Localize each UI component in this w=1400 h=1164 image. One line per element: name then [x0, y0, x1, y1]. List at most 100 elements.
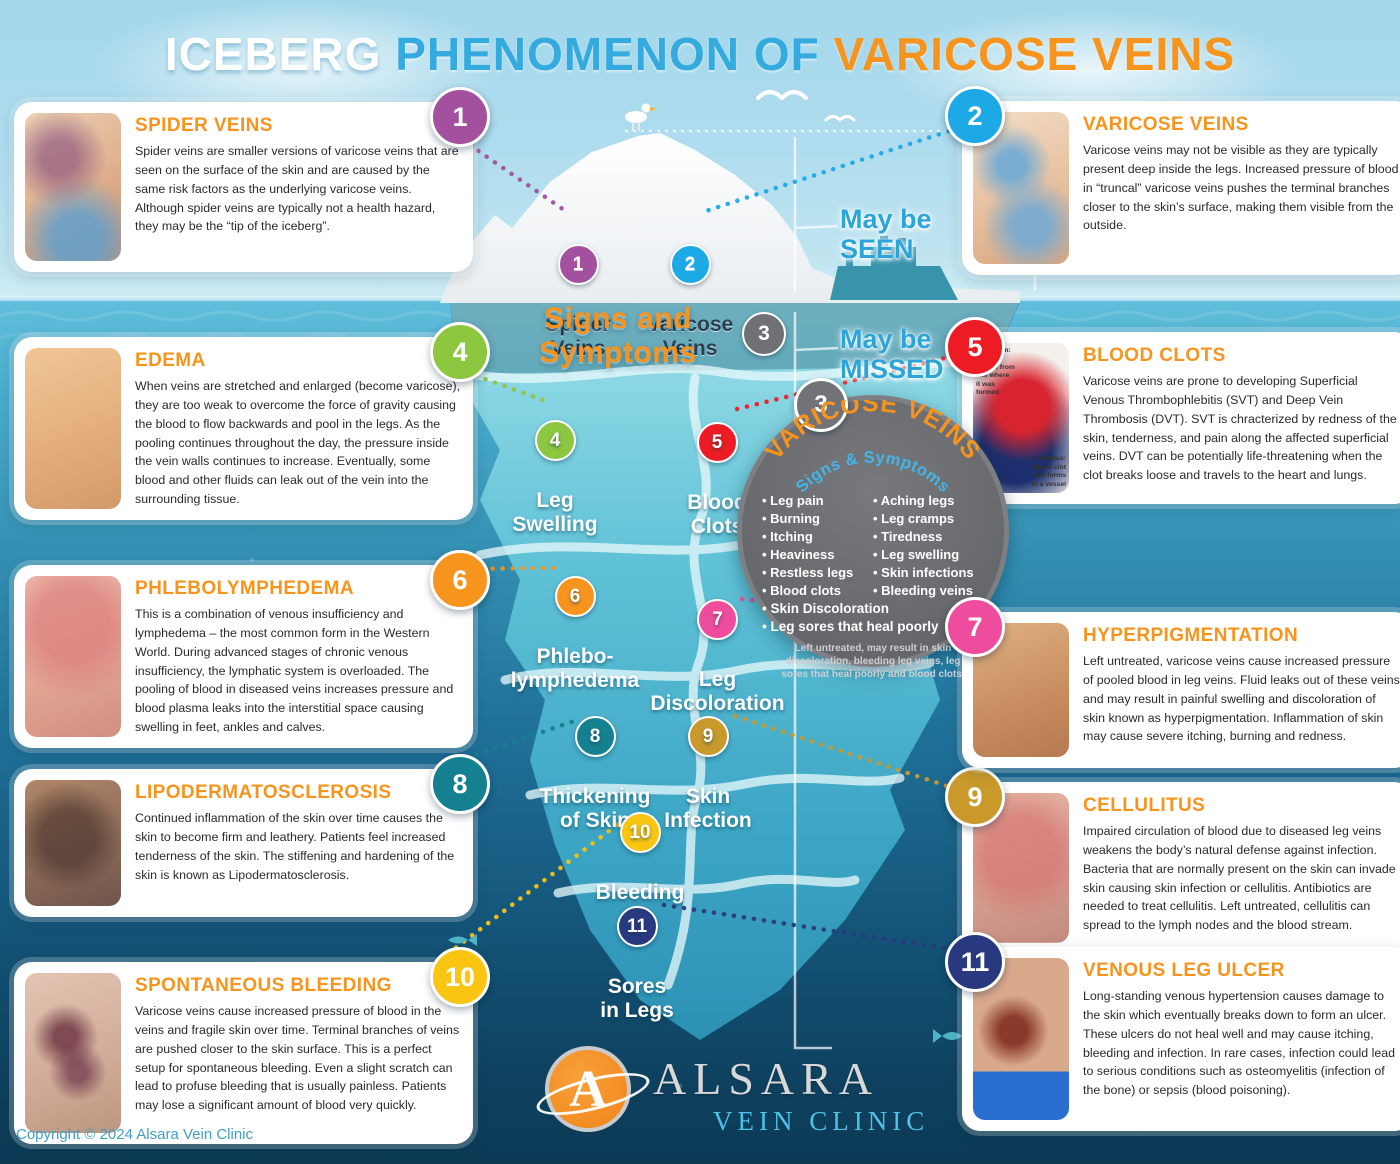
circle-subtitle: Signs & Symptoms	[793, 448, 953, 496]
logo-tagline: VEIN CLINIC	[713, 1106, 930, 1136]
info-card-spider-veins: 1 SPIDER VEINS Spider veins are smaller …	[14, 87, 490, 272]
card-text: Continued inflammation of the skin over …	[135, 811, 455, 882]
symptom-item: Leg swelling	[873, 546, 984, 564]
symptom-item: Restless legs	[762, 564, 873, 582]
berg-badge-11: 11	[616, 906, 658, 948]
number-badge-10: 10	[430, 947, 490, 1007]
berg-badge-7: 7	[697, 599, 738, 641]
berg-badge-4: 4	[534, 420, 576, 462]
card-title: BLOOD CLOTS	[1083, 345, 1226, 366]
berg-label-blood-clots: 5 Blood Clots	[647, 398, 787, 540]
thrombus-annotation: Thrombus: blood clot that forms in a ves…	[1030, 455, 1067, 488]
berg-label-varicose-veins: 2 Varicose Veins	[620, 220, 760, 362]
berg-label-bleeding: 10 Bleeding	[570, 788, 710, 905]
berg-label-text: Blood Clots	[687, 491, 747, 539]
berg-badge-8: 8	[574, 716, 616, 758]
card-text: Impaired circulation of blood due to dis…	[1083, 824, 1396, 933]
berg-badge-9: 9	[687, 716, 729, 758]
symptom-item: Skin infections	[873, 564, 984, 582]
svg-text:Signs & Symptoms: Signs & Symptoms	[793, 448, 954, 496]
symptom-item: Blood clots	[762, 582, 873, 600]
card-title: SPIDER VEINS	[135, 115, 273, 136]
may-be-seen-label: May be SEEN	[840, 204, 932, 264]
card-text: This is a combination of venous insuffic…	[135, 607, 454, 735]
card-text: Varicose veins are prone to developing S…	[1083, 374, 1397, 483]
number-badge-9: 9	[945, 767, 1005, 827]
number-badge-6: 6	[430, 550, 490, 610]
symptom-item: Burning	[762, 510, 873, 528]
info-card-lipodermatosclerosis: 8 LIPODERMATOSCLEROSIS Continued inflamm…	[14, 754, 490, 917]
symptom-full-width-items: Skin Discoloration Leg sores that heal p…	[762, 600, 984, 637]
circle-badge-3: 3	[794, 378, 848, 432]
card-title: EDEMA	[135, 350, 206, 371]
symptom-item: Itching	[762, 528, 873, 546]
leg-photo	[25, 348, 121, 509]
number-badge-5: 5	[945, 317, 1005, 377]
card-text: Varicose veins cause increased pressure …	[135, 1004, 460, 1113]
number-badge-7: 7	[945, 597, 1005, 657]
info-card-varicose-veins: 2 VARICOSE VEINS Varicose veins may not …	[945, 86, 1400, 275]
berg-label-thickening-of-skin: 8 Thickening of Skin	[515, 692, 675, 834]
card-text: Long-standing venous hypertension causes…	[1083, 989, 1396, 1098]
info-card-venous-leg-ulcer: 11 VENOUS LEG ULCER Long-standing venous…	[945, 932, 1400, 1131]
card-title: HYPERPIGMENTATION	[1083, 625, 1299, 646]
logo-name: ALSARA	[653, 1053, 880, 1104]
info-card-blood-clots: 5 Embolism: clot that travels from site …	[945, 317, 1400, 504]
symptom-item: Skin Discoloration	[762, 600, 984, 619]
logo-monogram: A	[569, 1060, 607, 1118]
number-badge-4: 4	[430, 322, 490, 382]
card-text: Varicose veins may not be visible as the…	[1083, 143, 1399, 233]
circle-arched-titles: VARICOSE VEINS Signs & Symptoms	[760, 400, 985, 496]
symptom-item: Tiredness	[873, 528, 984, 546]
berg-label-text: Spider Veins	[545, 313, 611, 361]
symptom-item: Leg sores that heal poorly	[762, 618, 984, 637]
symptom-item: Heaviness	[762, 546, 873, 564]
card-text: When veins are stretched and enlarged (b…	[135, 379, 461, 507]
berg-label-text: Bleeding	[595, 881, 685, 905]
number-badge-8: 8	[430, 754, 490, 814]
info-card-edema: 4 EDEMA When veins are stretched and enl…	[14, 322, 490, 520]
iceberg-band	[450, 302, 1020, 374]
copyright-text: Copyright © 2024 Alsara Vein Clinic	[16, 1126, 254, 1143]
number-badge-2: 2	[945, 86, 1005, 146]
info-card-spontaneous-bleeding: 10 SPONTANEOUS BLEEDING Varicose veins c…	[14, 947, 490, 1144]
berg-label-text: Varicose Veins	[646, 313, 734, 361]
berg-label-spider-veins: 1 Spider Veins	[508, 220, 648, 362]
berg-badge-2: 2	[669, 244, 711, 286]
card-title: PHLEBOLYMPHEDEMA	[135, 578, 354, 599]
number-badge-11: 11	[945, 932, 1005, 992]
card-title: VENOUS LEG ULCER	[1083, 960, 1285, 981]
berg-label-skin-infection: 9 Skin Infection	[628, 692, 788, 834]
berg-badge-10: 10	[619, 812, 661, 854]
seagull-icon	[756, 90, 856, 122]
symptom-column-1: Leg pain Burning Itching Heaviness Restl…	[762, 492, 873, 600]
berg-label-text: Thickening of Skin	[539, 785, 651, 833]
symptom-item: Leg cramps	[873, 510, 984, 528]
symptom-item: Leg pain	[762, 492, 873, 510]
symptom-column-2: Aching legs Leg cramps Tiredness Leg swe…	[873, 492, 984, 600]
berg-label-text: Skin Infection	[664, 785, 752, 833]
berg-label-text: Phlebo- lymphedema	[510, 645, 640, 693]
berg-label-text: Sores in Legs	[600, 975, 674, 1023]
berg-label-phlebolymphedema: 6 Phlebo- lymphedema	[495, 552, 655, 694]
card-text: Spider veins are smaller versions of var…	[135, 144, 459, 234]
title-phenomenon: PHENOMENON OF	[395, 28, 834, 80]
card-title: VARICOSE VEINS	[1083, 114, 1249, 135]
berg-label-leg-discoloration: 7 Leg Discoloration	[635, 575, 800, 717]
page-title: ICEBERG PHENOMENON OF VARICOSE VEINS	[0, 30, 1400, 78]
symptom-item: Aching legs	[873, 492, 984, 510]
number-badge-1: 1	[430, 87, 490, 147]
leg-photo	[25, 973, 121, 1133]
berg-label-leg-swelling: 4 Leg Swelling	[485, 396, 625, 538]
symptom-item: Bleeding veins	[873, 582, 984, 600]
fish-icon	[448, 934, 962, 1043]
leg-photo	[25, 576, 121, 737]
info-card-cellulitus: 9 CELLULITUS Impaired circulation of blo…	[945, 767, 1400, 954]
symptom-note: Left untreated, may result in skin disco…	[781, 642, 965, 680]
berg-label-sores-in-legs: 11 Sores in Legs	[567, 882, 707, 1024]
berg-badge-5: 5	[696, 422, 738, 464]
leg-photo	[25, 780, 121, 906]
may-be-missed-label: May be MISSED	[840, 324, 944, 384]
signs-and-symptoms-heading: Signs and Symptoms	[539, 302, 697, 369]
